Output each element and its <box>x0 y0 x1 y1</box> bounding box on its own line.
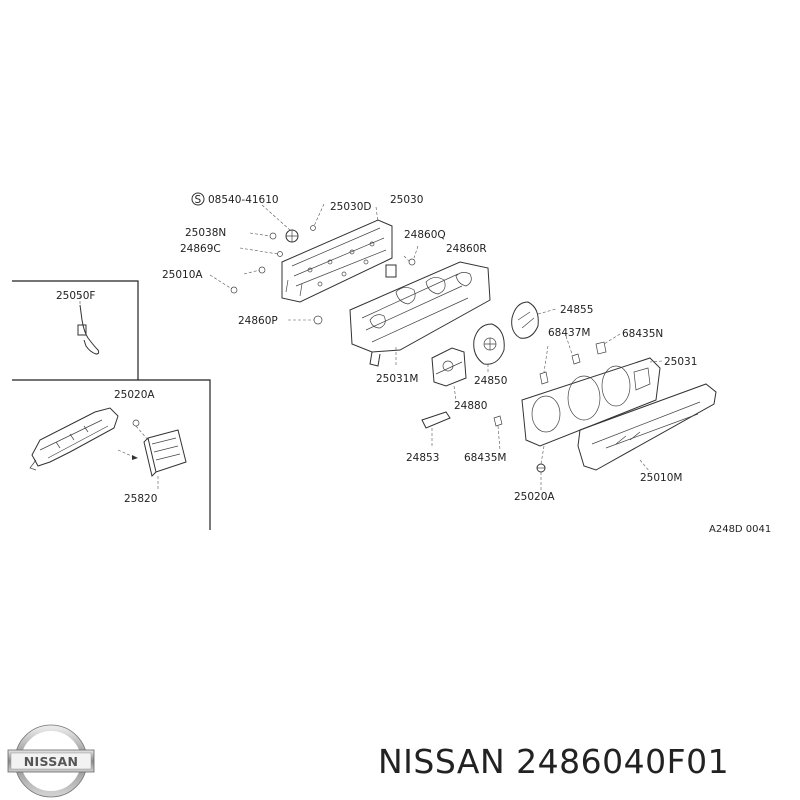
label-68435M: 68435M <box>464 452 506 464</box>
part-24853 <box>421 411 451 448</box>
bulbs-68437M <box>539 333 621 385</box>
label-24860Q: 24860Q <box>404 229 446 241</box>
gauge-24855 <box>511 301 557 339</box>
harness-25050F <box>77 296 100 355</box>
label-68435N: 68435N <box>622 328 663 340</box>
module-25820 <box>117 419 187 490</box>
meter-mask-25031 <box>521 357 663 447</box>
bulbs-68435M <box>493 415 503 451</box>
standard-part-symbol-letter: S <box>195 194 202 206</box>
label-25050F: 25050F <box>56 290 95 302</box>
label-24880: 24880 <box>454 400 487 412</box>
label-68437M: 68437M <box>548 327 590 339</box>
gauge-24880 <box>431 347 467 401</box>
label-25010M: 25010M <box>640 472 682 484</box>
standard-part-symbol <box>191 192 205 206</box>
cover-glass-25010M <box>577 383 717 473</box>
label-25020A-top: 25020A <box>114 389 155 401</box>
screw-25020A-bottom <box>536 445 546 490</box>
label-25038N: 25038N <box>185 227 226 239</box>
label-24850: 24850 <box>474 375 507 387</box>
label-25031M: 25031M <box>376 373 418 385</box>
circuit-board-25030 <box>281 206 393 303</box>
label-25031: 25031 <box>664 356 697 368</box>
label-08540-41610: 08540-41610 <box>208 194 279 206</box>
inset-box-lines <box>12 280 211 530</box>
gauge-24850 <box>473 323 505 374</box>
nissan-logo-text: NISSAN <box>24 754 79 769</box>
case-25031M <box>349 245 491 367</box>
fasteners-top <box>209 203 325 325</box>
label-25030D: 25030D <box>330 201 372 213</box>
part-number-title: NISSAN 2486040F01 <box>378 742 730 781</box>
nissan-logo: NISSAN <box>7 724 95 798</box>
diagram-code: A248D 0041 <box>709 524 772 535</box>
label-24860R: 24860R <box>446 243 487 255</box>
label-25010A: 25010A <box>162 269 203 281</box>
label-25030: 25030 <box>390 194 423 206</box>
bracket-left <box>29 407 119 471</box>
label-24869C: 24869C <box>180 243 221 255</box>
label-24860P: 24860P <box>238 315 278 327</box>
label-25820: 25820 <box>124 493 157 505</box>
label-24853: 24853 <box>406 452 439 464</box>
label-24855: 24855 <box>560 304 593 316</box>
label-25020A-bottom: 25020A <box>514 491 555 503</box>
